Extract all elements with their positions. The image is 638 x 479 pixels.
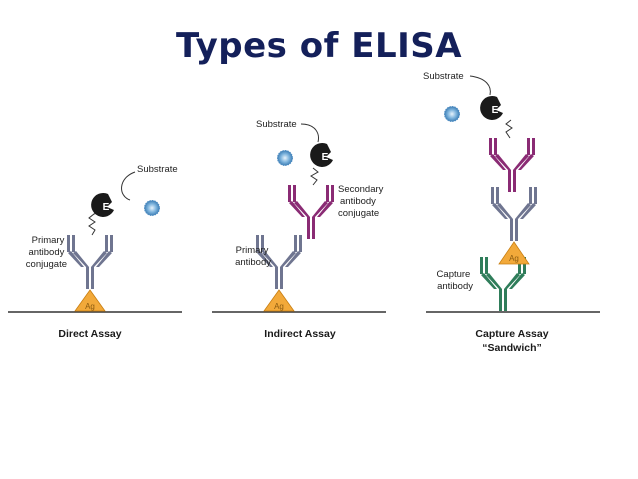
substrate-arrow: [469, 75, 491, 96]
capture-antibody: [480, 257, 526, 311]
slide-title: Types of ELISA: [175, 26, 463, 66]
substrate-label: Substrate: [256, 119, 297, 130]
secondary-antibody-label: Secondary antibody conjugate: [338, 184, 386, 219]
direct-assay-panel: Ag E Substrate Primary antibody conjugat…: [8, 164, 182, 340]
linker-line: [88, 211, 101, 236]
secondary-antibody-conjugate: [489, 138, 535, 192]
secondary-antibody-conjugate: [288, 185, 334, 239]
substrate-arrow: [300, 123, 319, 143]
svg-text:Ag: Ag: [274, 302, 284, 311]
substrate-arrow: [121, 171, 136, 201]
svg-text:Ag: Ag: [509, 254, 519, 263]
primary-antibody: [491, 187, 537, 241]
linker-line: [310, 167, 319, 186]
capture-assay-caption: Capture Assay: [475, 328, 548, 340]
primary-antibody-label: Primary antibody conjugate: [26, 235, 67, 270]
enzyme-icon: E: [480, 95, 503, 120]
substrate-label: Substrate: [137, 164, 178, 175]
substrate-icon: [144, 200, 160, 216]
indirect-assay-caption: Indirect Assay: [264, 328, 336, 340]
svg-text:E: E: [322, 152, 329, 163]
antigen-triangle: Ag: [74, 289, 106, 312]
direct-assay-caption: Direct Assay: [58, 328, 121, 340]
antigen-triangle: Ag: [263, 289, 295, 312]
sandwich-caption: “Sandwich”: [482, 342, 542, 354]
svg-text:Ag: Ag: [85, 302, 95, 311]
capture-antibody-label: Capture antibody: [437, 269, 474, 292]
substrate-icon: [277, 150, 293, 166]
enzyme-icon: E: [91, 192, 114, 217]
indirect-assay-panel: Ag E Substrate Secondary antibody conjug…: [212, 119, 386, 340]
primary-antibody-conjugate: [67, 235, 113, 289]
capture-assay-panel: Ag E Substrate Capture antibody Captu: [423, 71, 600, 354]
svg-text:E: E: [103, 202, 110, 213]
antigen-triangle: Ag: [498, 241, 530, 265]
linker-line: [505, 119, 513, 139]
svg-text:E: E: [492, 105, 499, 116]
primary-antibody-label: Primary antibody: [235, 245, 271, 268]
substrate-label: Substrate: [423, 71, 464, 82]
enzyme-icon: E: [310, 142, 333, 167]
substrate-icon: [444, 106, 460, 122]
